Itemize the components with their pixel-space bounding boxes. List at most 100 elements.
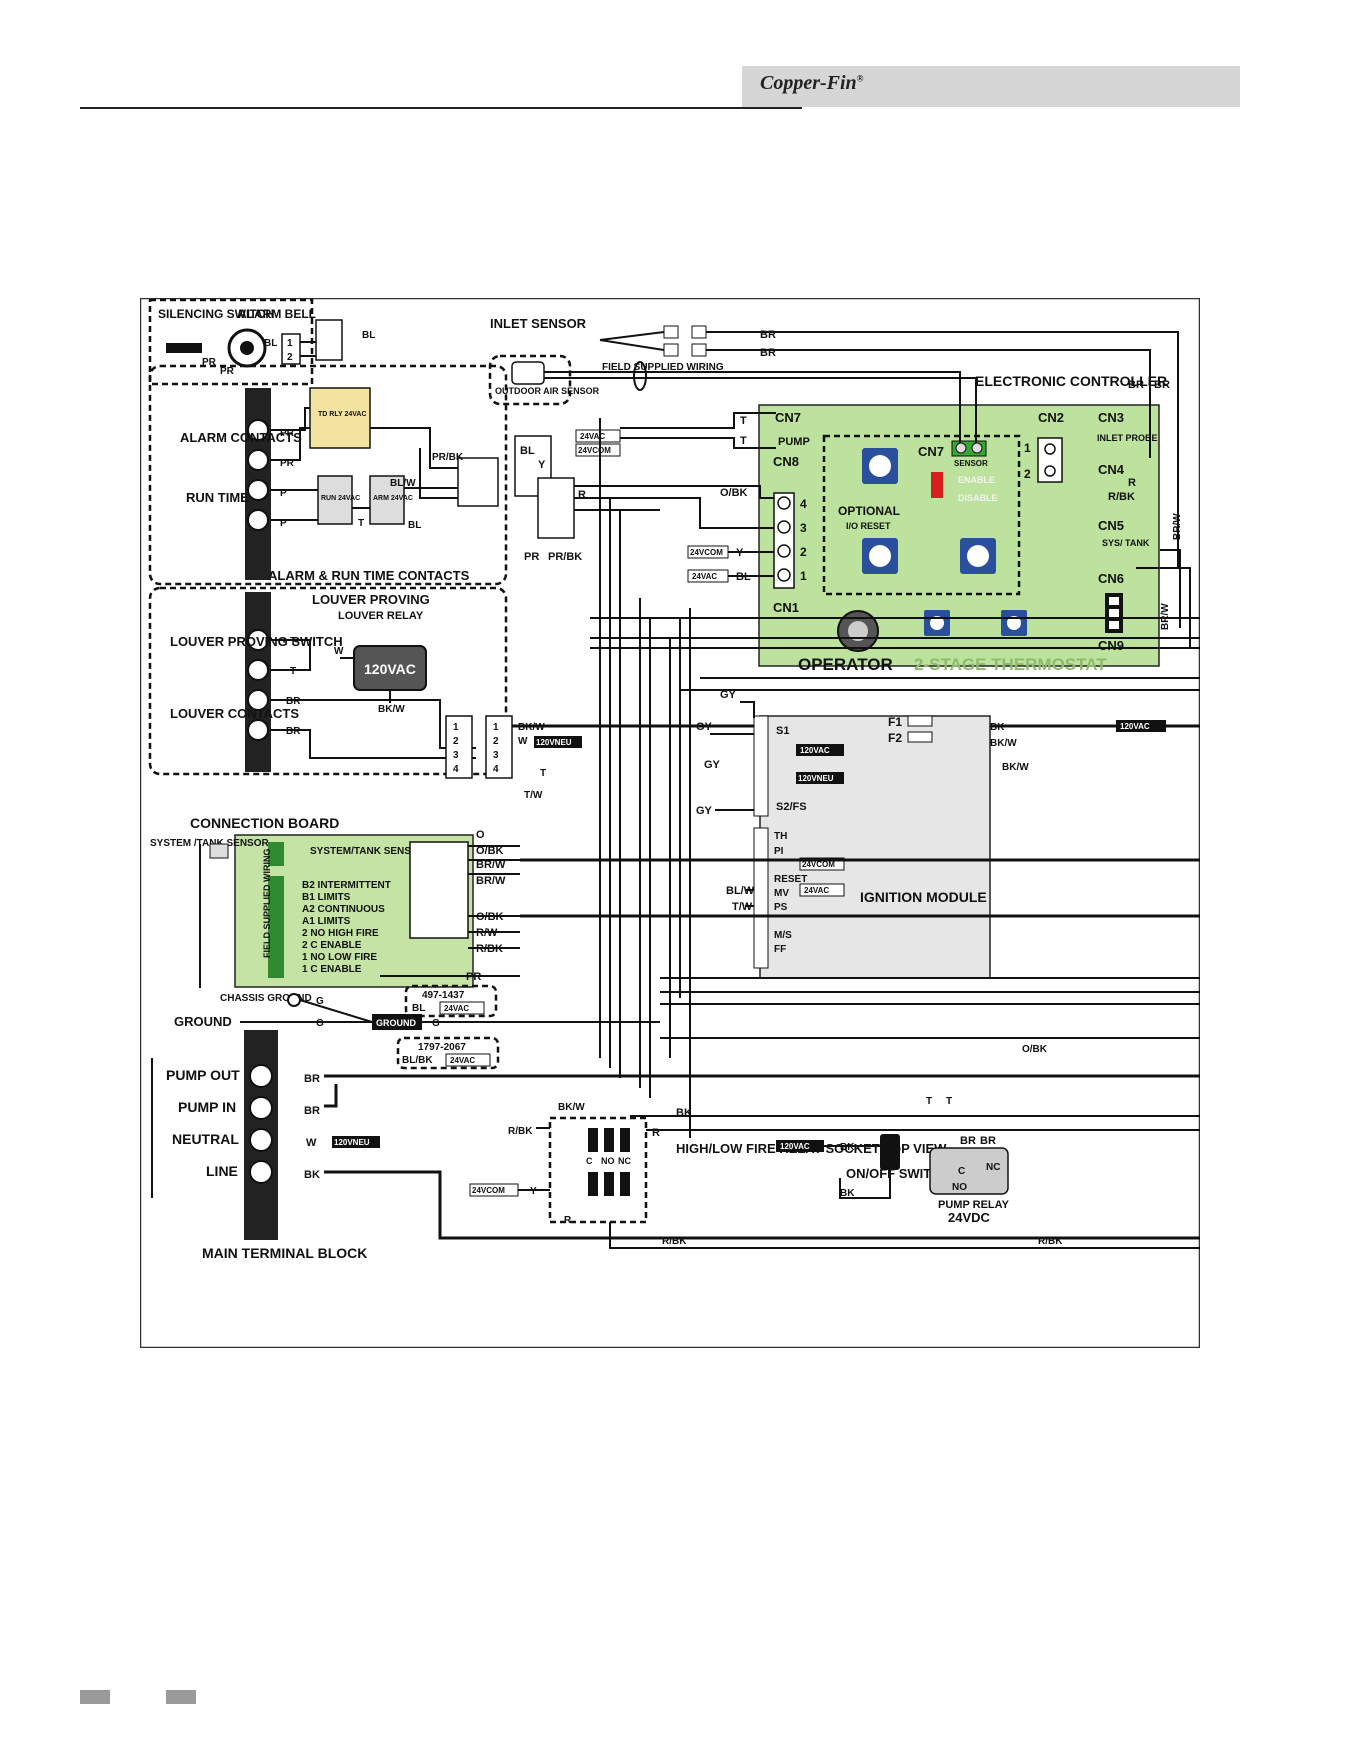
wire-rbk-bottom: R/BK — [662, 1236, 687, 1247]
cn2-socket-2 — [1044, 465, 1056, 477]
inlet-probe-label: INLET PROBE — [1097, 433, 1158, 443]
tag-24vcom-relay: 24VCOM — [469, 1183, 519, 1197]
svg-text:24VAC: 24VAC — [444, 1004, 469, 1013]
term-pi: PI — [774, 846, 784, 857]
wire-pr-bell-2: PR — [220, 366, 235, 377]
wire-pr-alarm-1: PR — [280, 428, 295, 439]
pump-relay-volts: 24VDC — [948, 1210, 991, 1225]
cn2-socket-1 — [1044, 443, 1056, 455]
relay-contact-no: NO — [601, 1156, 615, 1166]
cb-right-plug — [409, 841, 469, 939]
td-relay-label: TD RLY 24VAC — [318, 411, 367, 418]
line-label: LINE — [206, 1163, 238, 1179]
cn1-tag-wires — [728, 551, 774, 577]
cb-wires — [380, 845, 520, 977]
term-ms: M/S — [774, 930, 792, 941]
knob-top — [862, 448, 898, 484]
pump-relay-c: C — [958, 1166, 965, 1177]
wire-bl-alarm-top: BL — [362, 330, 375, 341]
louver-relay-label: LOUVER RELAY — [338, 610, 424, 622]
cb-label-a1: A1 LIMITS — [302, 916, 351, 927]
operator-knob-cap — [848, 621, 868, 641]
wire-br-pumpin: BR — [304, 1105, 320, 1117]
wire-r-harness: R — [578, 489, 586, 501]
tag-24vac-model-b: 24VAC — [445, 1053, 491, 1067]
relay-contact-nc: NC — [618, 1156, 631, 1166]
switch-wires — [824, 1145, 891, 1199]
louver-proving-area — [148, 586, 508, 776]
vertical-harness-wires — [599, 418, 691, 1138]
inlet-sensor-label: INLET SENSOR — [490, 316, 587, 331]
disable-label: DISABLE — [958, 493, 998, 503]
relay-contacts — [588, 1128, 630, 1196]
wire-gy-1: GY — [720, 689, 737, 701]
footer-tab-2 — [166, 1690, 196, 1704]
horizontal-harness-wires — [590, 617, 1200, 1039]
louver-contacts-label: LOUVER CONTACTS — [170, 706, 299, 721]
svg-text:1: 1 — [800, 569, 807, 583]
tag-120vac-right: 120VAC — [1116, 720, 1166, 732]
knob-reset — [862, 538, 898, 574]
wire-rbk-right: R/BK — [1038, 1236, 1063, 1247]
louver-wires — [271, 639, 476, 759]
cn2-pin-1: 1 — [1024, 441, 1031, 455]
wire-obk-cn1: O/BK — [720, 487, 748, 499]
wire-g-2: G — [316, 1018, 324, 1029]
cn3-label: CN3 — [1098, 410, 1124, 425]
svg-text:24VCOM: 24VCOM — [802, 860, 835, 869]
wire-pr-harness: PR — [524, 551, 539, 563]
alarm-terminal-screws — [247, 419, 269, 531]
ground-tag-label: GROUND — [376, 1018, 416, 1028]
wire-t-pump-2: T — [740, 435, 747, 447]
louver-terminal-block — [245, 592, 271, 772]
enable-label: ENABLE — [958, 475, 995, 485]
header-brand: Copper-Fin® — [760, 72, 864, 94]
relay-wires — [518, 1115, 1200, 1249]
wire-br-pump-1: BR — [960, 1135, 976, 1147]
wire-bkw-fuse-2: BK/W — [1002, 762, 1029, 773]
term-ps: PS — [774, 902, 788, 913]
cn1-label: CN1 — [773, 600, 799, 615]
wire-blw-alarm: BL/W — [390, 478, 416, 489]
svg-text:24VCOM: 24VCOM — [472, 1186, 505, 1195]
wire-y-relay: Y — [530, 1186, 537, 1197]
wire-rbk-cn4: R/BK — [1108, 491, 1135, 503]
sensor-screw-1 — [955, 442, 967, 454]
tag-24vac-model-a: 24VAC — [439, 1001, 485, 1015]
svg-text:24VAC: 24VAC — [450, 1056, 475, 1065]
wire-bk-line: BK — [304, 1169, 320, 1181]
wire-bl-bell: BL — [264, 338, 277, 349]
svg-text:4: 4 — [800, 497, 807, 511]
wire-br-inlet-1: BR — [760, 329, 776, 341]
wire-bl-harness: BL — [520, 445, 535, 457]
ground-label: GROUND — [174, 1014, 232, 1029]
operator-label: OPERATOR — [798, 655, 893, 674]
wire-gy-4: GY — [696, 805, 713, 817]
tag-120vac-switch: 120VAC — [776, 1140, 824, 1152]
wiring-diagram: ELECTRONIC CONTROLLER CN7 PUMP CN8 CN1 C… — [140, 298, 1200, 1348]
cn7-label: CN7 — [775, 410, 801, 425]
optional-io-reset-area — [822, 434, 1021, 596]
inlet-sensor-wires — [599, 331, 1179, 568]
alarm-run-time-area — [148, 364, 508, 586]
stage-dial-2 — [1001, 610, 1027, 636]
cb-label-highfire-c: 2 C ENABLE — [302, 940, 362, 951]
pump-in-label: PUMP IN — [178, 1099, 236, 1115]
model-a-box — [404, 984, 498, 1018]
electronic-controller-label: ELECTRONIC CONTROLLER — [975, 373, 1167, 389]
wire-t-alarm: T — [358, 518, 364, 529]
main-terminal-screws — [249, 1064, 273, 1184]
svg-text:120VNEU: 120VNEU — [334, 1138, 370, 1147]
wire-p-run-1: P — [280, 488, 287, 499]
module-wires — [710, 701, 755, 907]
wire-bkw-relay: BK/W — [558, 1102, 585, 1113]
svg-text:24VAC: 24VAC — [804, 886, 829, 895]
footer-tab-1 — [80, 1690, 110, 1704]
wire-pr-alarm-2: PR — [280, 458, 295, 469]
fuse-f2: F2 — [888, 731, 902, 745]
chassis-ground-icon — [287, 993, 301, 1007]
cb-label-sensor: SYSTEM/TANK SENSOR — [310, 846, 427, 857]
alarm-bell-label: ALARM BELL — [238, 307, 316, 321]
tag-120vneu-neutral: 120VNEU — [332, 1136, 380, 1148]
wire-rbk-relay: R/BK — [508, 1126, 533, 1137]
